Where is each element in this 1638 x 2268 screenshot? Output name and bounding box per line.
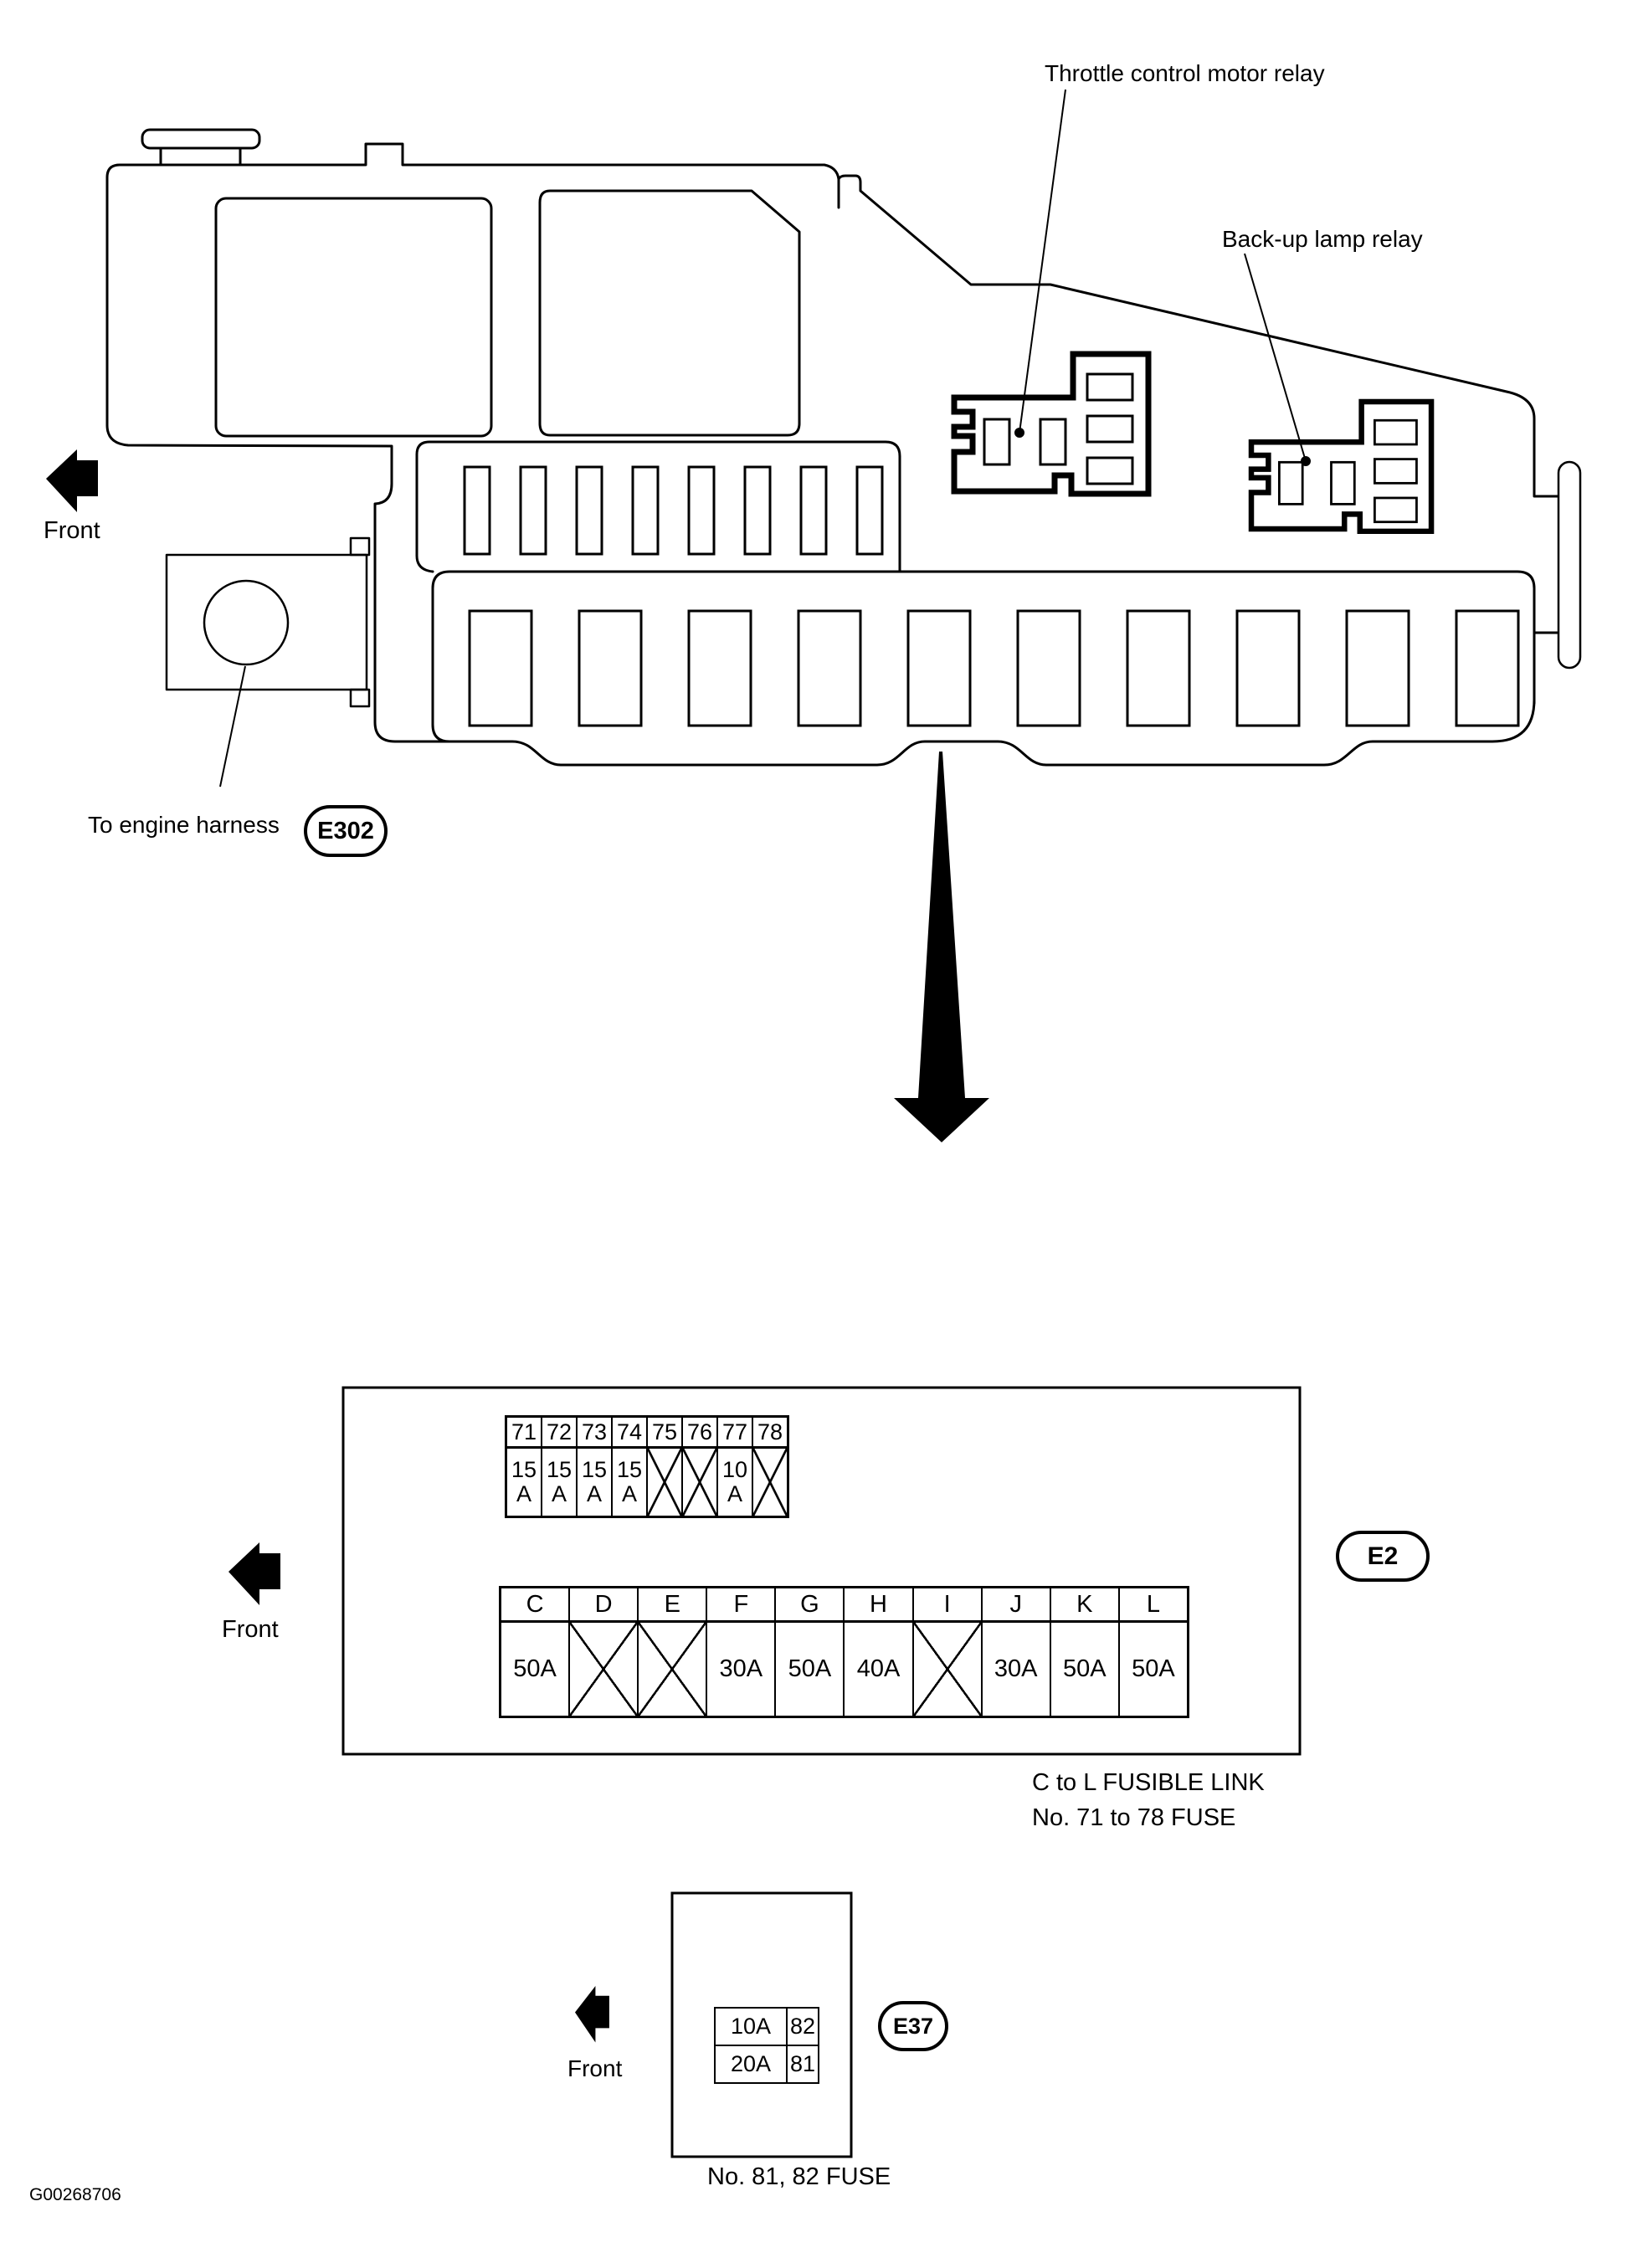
fuse-amp-cell: 20A (716, 2046, 788, 2082)
fuse-header-cell: L (1146, 1590, 1160, 1618)
leader-lines (219, 89, 1311, 788)
front-label-e2: Front (222, 1616, 279, 1643)
fuse-value-cell: 50A (1132, 1655, 1175, 1682)
front-arrow-top (46, 449, 98, 512)
fuse-slots-71-78 (463, 465, 884, 556)
throttle-control-motor-relay (954, 354, 1148, 494)
e2-caption-line1: C to L FUSIBLE LINK (1032, 1769, 1265, 1796)
fuse-value-cell: 30A (707, 1623, 777, 1716)
fuse-header-cell: I (914, 1588, 983, 1620)
harness-bracket (165, 553, 368, 691)
fuse-header-cell: K (1051, 1588, 1120, 1620)
front-arrow-e37 (575, 1986, 609, 2043)
fuse-header-cell: D (570, 1588, 639, 1620)
fuse-value-cell (648, 1449, 683, 1516)
fuse-band-upper (415, 440, 901, 573)
fuse-value-cell: 50A (776, 1623, 845, 1716)
fuse-header-cell: G (776, 1588, 845, 1620)
e37-caption: No. 81, 82 FUSE (707, 2163, 891, 2190)
fuse-header-cell: 76 (683, 1418, 718, 1446)
fuse-header-cell: 74 (613, 1418, 648, 1446)
body-left (105, 176, 454, 743)
mount-tab (141, 128, 261, 150)
connector-badge-e302: E302 (304, 805, 388, 857)
backup-relay-dot (1301, 456, 1311, 466)
fuse-amp-cell: 10A (716, 2009, 788, 2045)
throttle-relay-leader (1019, 89, 1066, 434)
fusible-link-slots (468, 609, 1520, 727)
relay-cover-right (538, 189, 801, 437)
detail-pointer-arrow (894, 752, 989, 1142)
backup-lamp-relay (1251, 402, 1431, 531)
fuse-header-cell: 75 (648, 1418, 683, 1446)
front-label-top: Front (44, 517, 100, 544)
harness-leader (219, 665, 246, 788)
e2-detail-box (341, 1386, 1302, 1756)
fuse-header-cell: 72 (542, 1418, 578, 1446)
fuse-value-cell: 30A (983, 1623, 1051, 1716)
fuse-value-cell (639, 1623, 708, 1716)
fuse-number-cell: 82 (789, 2014, 816, 2039)
connector-badge-e2: E2 (1336, 1531, 1430, 1582)
fuse-box-outline (105, 128, 1582, 767)
figure-part-number: G00268706 (29, 2185, 121, 2204)
fuse-header-cell: H (845, 1588, 914, 1620)
bracket-tab-top (349, 536, 371, 557)
fuse-value-cell (570, 1623, 639, 1716)
backup-relay-leader (1244, 253, 1307, 462)
relay-cover-left (214, 197, 493, 438)
engine-harness-label: To engine harness (88, 812, 280, 838)
fuse-band-lower (431, 570, 1536, 767)
connector-badge-e37: E37 (878, 2001, 948, 2051)
fuse-header-cell: 77 (718, 1418, 753, 1446)
front-label-e37: Front (567, 2055, 623, 2081)
backup-relay-label: Back-up lamp relay (1222, 226, 1423, 252)
front-arrow-e2 (228, 1542, 280, 1605)
fuse-value-cell (753, 1449, 787, 1516)
fuse-value-cell: 40A (845, 1623, 914, 1716)
fuse-header-cell: 78 (757, 1419, 783, 1444)
fuse-header-cell: E (639, 1588, 708, 1620)
fuse-value-cell (913, 1623, 983, 1716)
fuse-header-cell: C (501, 1588, 571, 1620)
e37-detail-box (670, 1891, 853, 2158)
fuse-header-cell: F (707, 1588, 777, 1620)
fuse-number-cell: 81 (789, 2051, 816, 2076)
fuse-value-cell: 50A (1051, 1623, 1120, 1716)
right-tab (1557, 460, 1582, 670)
mount-tab-stem (159, 146, 242, 167)
throttle-relay-label: Throttle control motor relay (1045, 60, 1325, 86)
throttle-relay-dot (1014, 428, 1024, 438)
fuse-header-cell: 73 (578, 1418, 613, 1446)
harness-hole (203, 579, 290, 666)
fuse-header-cell: J (983, 1588, 1051, 1620)
fuse-value-cell (683, 1449, 718, 1516)
e2-caption-line2: No. 71 to 78 FUSE (1032, 1804, 1236, 1831)
fuse-header-cell: 71 (507, 1418, 542, 1446)
bracket-tab-bottom (349, 688, 371, 708)
fuse-value-cell: 50A (501, 1623, 571, 1716)
